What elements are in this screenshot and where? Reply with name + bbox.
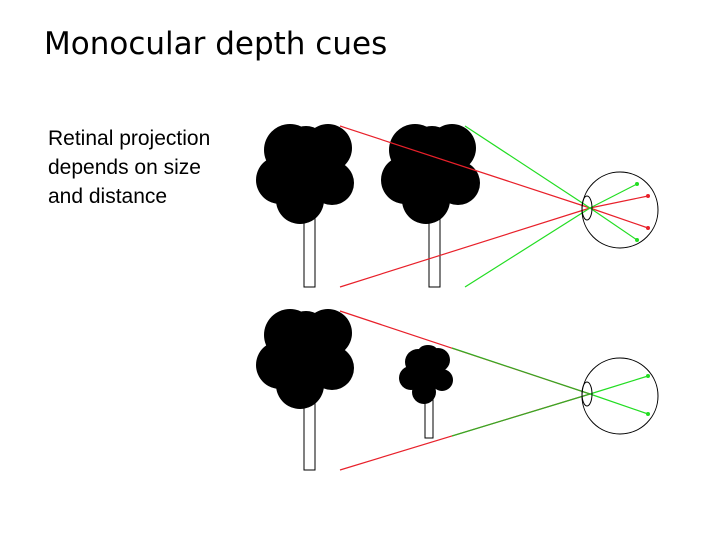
ray-red: [339, 125, 649, 288]
tree-icon: [256, 124, 354, 288]
tree-icon: [381, 124, 480, 288]
ray-green: [451, 347, 649, 437]
ray-green: [464, 125, 638, 288]
slide-title: Monocular depth cues: [44, 26, 388, 62]
caption-line-1: Retinal projection: [48, 127, 211, 150]
eye-icon: [581, 171, 659, 249]
caption-line-3: and distance: [48, 185, 168, 208]
ray-red: [339, 310, 591, 471]
tree-icon: [399, 345, 453, 439]
tree-icon: [256, 309, 354, 471]
caption-line-2: depends on size: [48, 156, 201, 179]
eye-icon: [581, 357, 659, 435]
caption: Retinal projection depends on size and d…: [48, 124, 210, 211]
